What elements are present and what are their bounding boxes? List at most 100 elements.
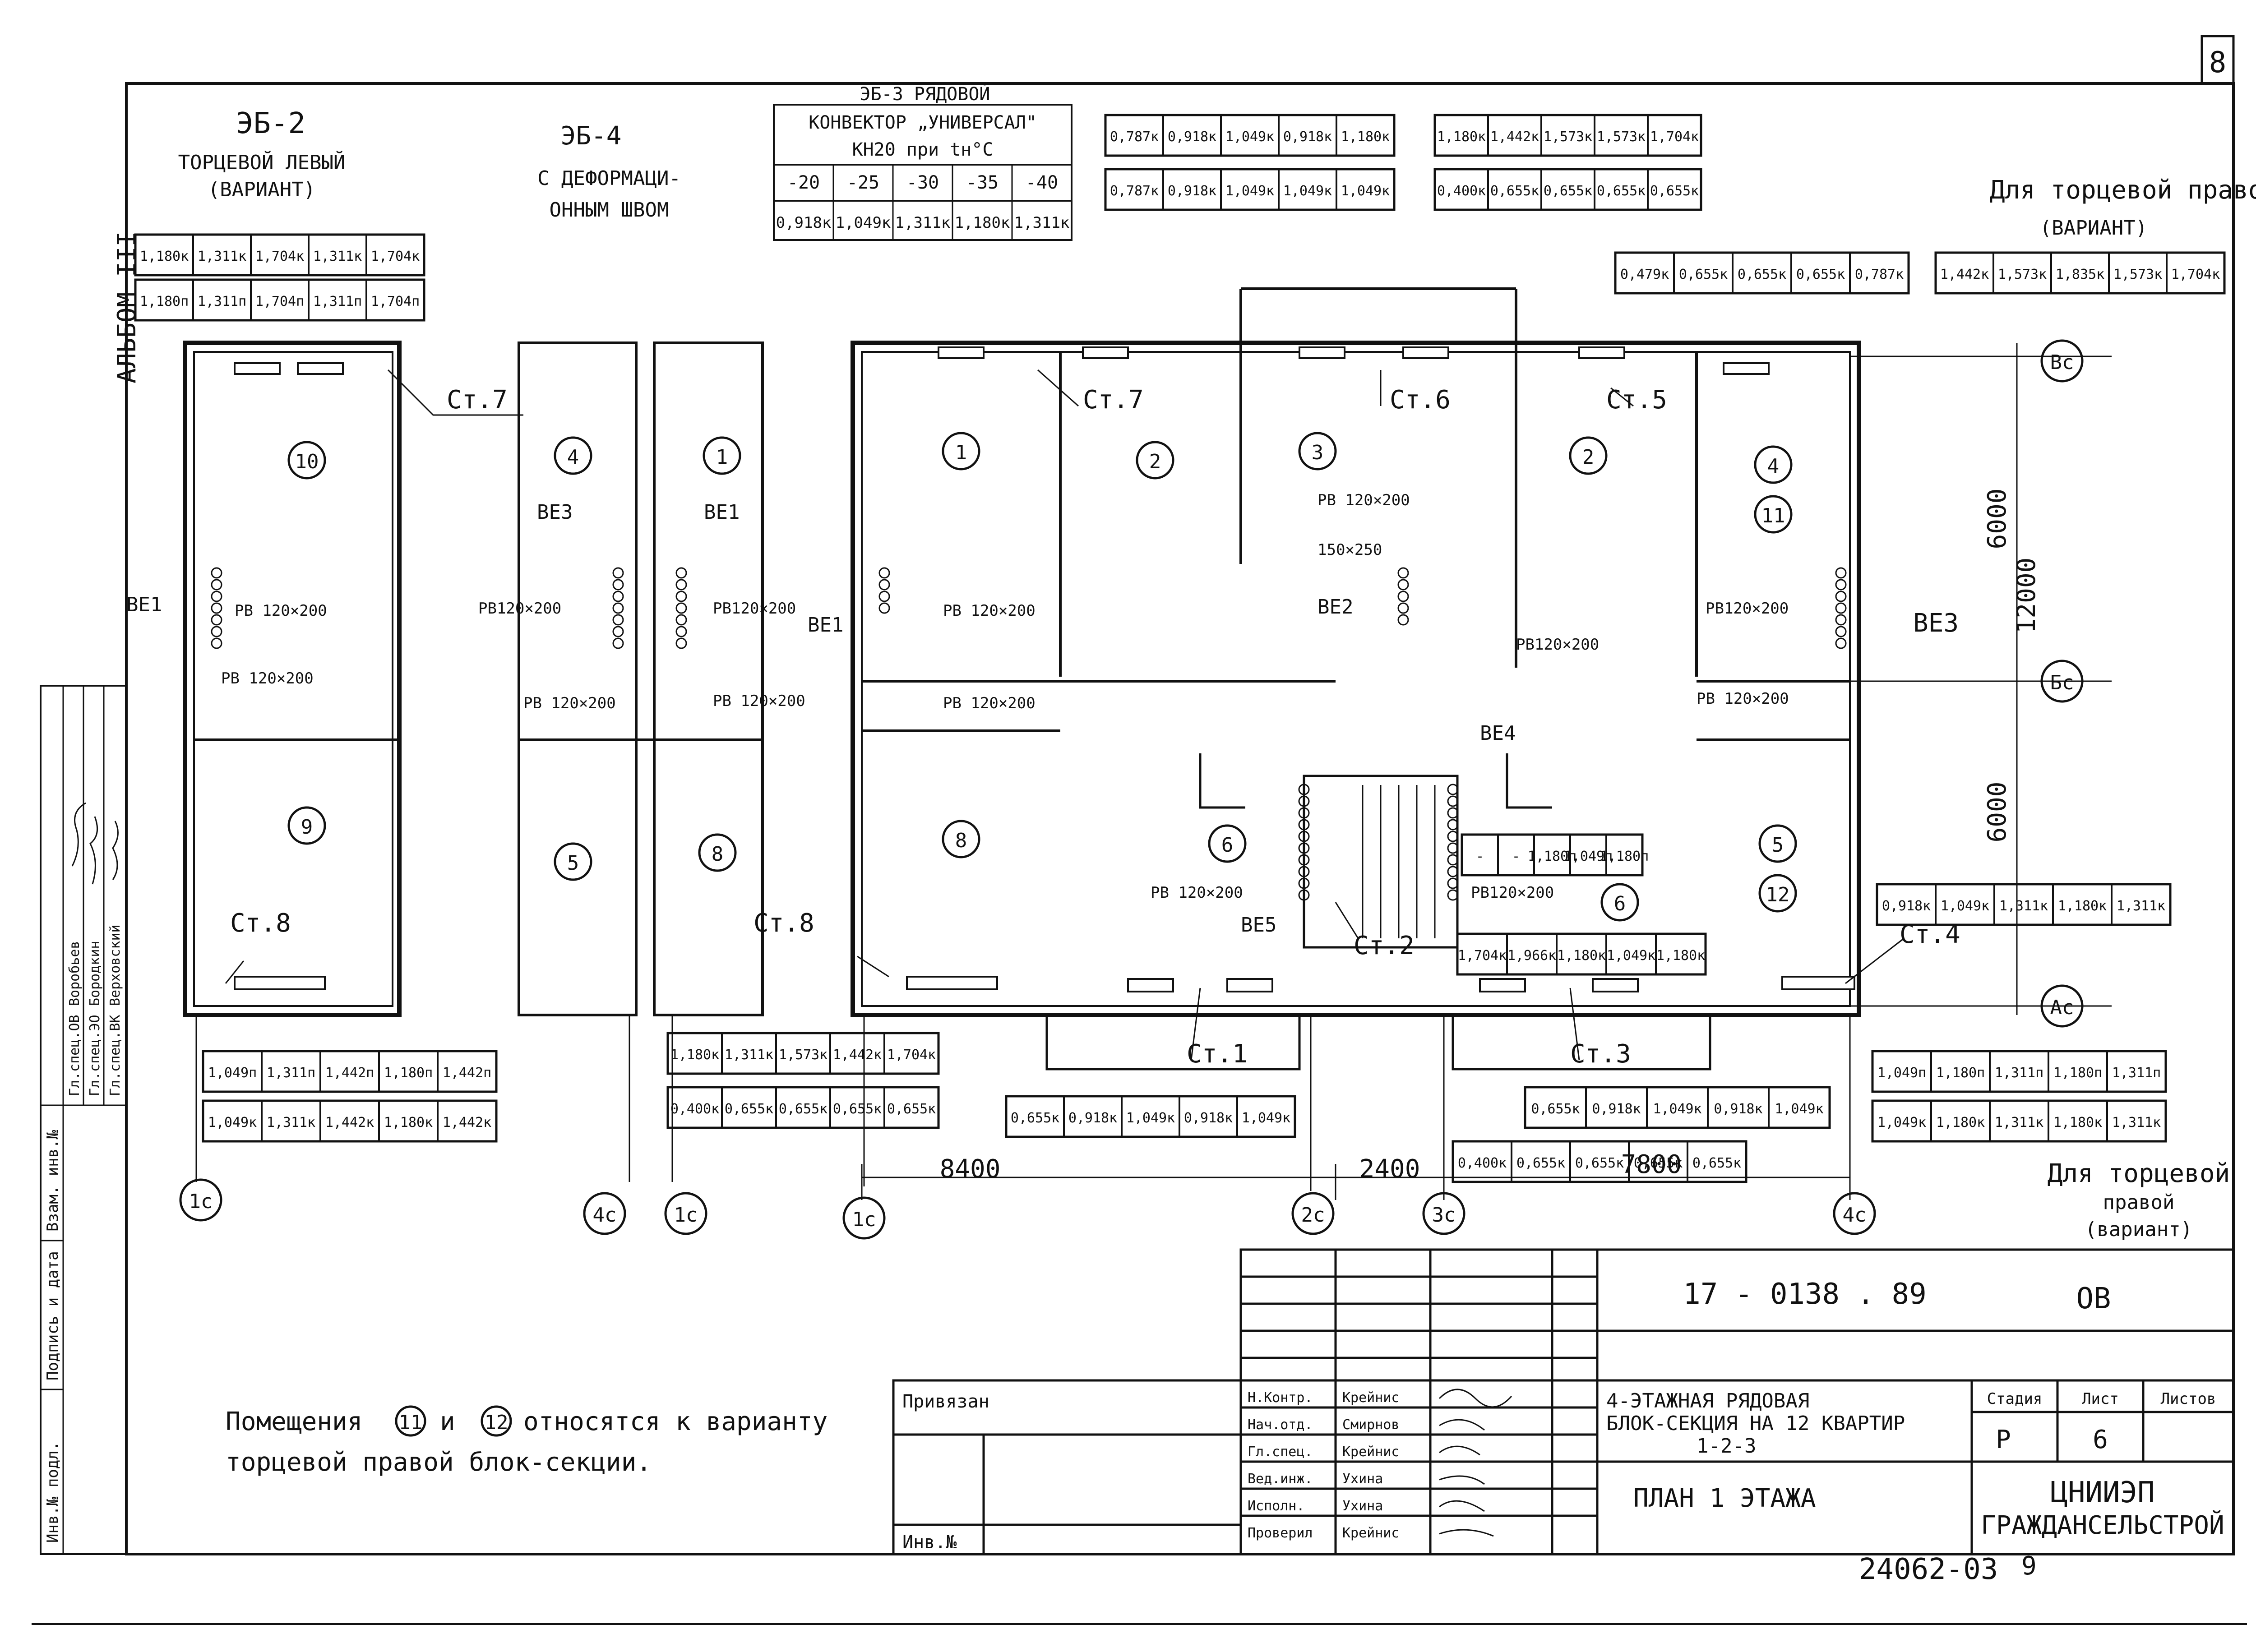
dim-12000: 12000 <box>2012 558 2041 634</box>
room-number-text: 6 <box>1614 892 1626 915</box>
axis-marker: 4с <box>1833 1192 1876 1235</box>
vent-duct <box>1397 591 1409 602</box>
exhaust-ve5: ВЕ5 <box>1241 914 1276 937</box>
grille-label: РВ120×200 <box>478 600 561 618</box>
axis-marker: Бс <box>2040 660 2084 703</box>
eb3-table <box>773 104 1073 241</box>
bottom-number: 24062-03 <box>1859 1553 1998 1586</box>
table-cell: 1,573к <box>1998 267 2047 282</box>
name-eo: Бородкин <box>87 941 103 1006</box>
vent-duct <box>612 614 624 626</box>
grille-label: РВ 120×200 <box>1697 690 1789 708</box>
table-cell: 1,311п <box>2112 1065 2161 1081</box>
vent-duct <box>612 626 624 637</box>
eb3-title: ЭБ-3 РЯДОВОЙ <box>860 83 990 105</box>
exhaust-ve4: ВЕ4 <box>1480 722 1516 745</box>
eb3-temp: -30 <box>906 172 939 193</box>
axis-label: 2с <box>1301 1204 1325 1227</box>
vent-duct <box>1397 567 1409 579</box>
table-cell: 1,180к <box>1936 1115 1985 1131</box>
vent-duct <box>675 614 687 626</box>
vent-duct <box>612 579 624 591</box>
table-cell: 1,180п <box>1600 849 1649 864</box>
room-number-text: 10 <box>295 450 319 473</box>
table-cell: 1,311п <box>267 1065 315 1081</box>
axis-label: Вс <box>2050 351 2074 374</box>
list-value: 6 <box>2093 1425 2108 1454</box>
room-number: 5 <box>1758 824 1797 863</box>
grille-label: РВ 120×200 <box>713 692 805 710</box>
table-cell: 1,180к <box>1437 129 1486 145</box>
table-cell: 0,918к <box>1882 898 1931 914</box>
tb-name: Ухина <box>1342 1498 1383 1514</box>
grille-label: РВ 120×200 <box>235 602 327 620</box>
grille-label: РВ 120×200 <box>943 602 1036 620</box>
table-cell: 0,400к <box>1458 1155 1507 1171</box>
room-number: 6 <box>1600 883 1639 922</box>
table-cell: 1,704к <box>887 1047 936 1063</box>
org-line1: ЦНИИЭП <box>2050 1476 2154 1509</box>
table-cell: 0,918к <box>1168 183 1216 199</box>
radiator <box>297 362 344 375</box>
table-cell: 1,311к <box>1995 1115 2043 1131</box>
table-cell: 1,704п <box>371 294 420 309</box>
vent-duct <box>675 626 687 637</box>
vent-duct <box>211 626 222 637</box>
vent-duct <box>612 591 624 602</box>
grille-label: РВ120×200 <box>713 600 796 618</box>
table-cell: - <box>1512 849 1520 864</box>
vent-duct <box>211 567 222 579</box>
vent-duct <box>211 591 222 602</box>
riser-st8: Ст.8 <box>754 909 814 938</box>
eb2-subtitle2: (ВАРИАНТ) <box>208 178 315 201</box>
dim-6000: 6000 <box>1983 782 2012 843</box>
vent-duct <box>1397 614 1409 626</box>
table-cell: 1,311к <box>313 249 362 264</box>
vent-duct <box>1298 819 1310 831</box>
room-number: 10 <box>287 441 326 480</box>
radiator <box>1578 346 1625 359</box>
room-number-text: 4 <box>567 446 579 469</box>
vent-duct <box>1298 866 1310 877</box>
tb-signatures <box>1438 1389 1512 1537</box>
table-cell: 1,442к <box>1940 267 1989 282</box>
table-cell: 0,655к <box>833 1101 882 1117</box>
role-eo: Гл.спец.ЭО <box>87 1015 103 1096</box>
riser-st7: Ст.7 <box>1083 385 1144 415</box>
table-cell: 0,918к <box>1068 1110 1117 1126</box>
variant-note: Помещения 11 и 12 относятся к варианту т… <box>226 1405 828 1477</box>
radiators <box>234 346 1855 992</box>
doc-code: 17 - 0138 . 89 <box>1683 1278 1926 1311</box>
table-cell: 1,180к <box>2053 1115 2102 1131</box>
vent-duct <box>1298 795 1310 807</box>
axis-label: 1с <box>189 1190 213 1213</box>
room-number-text: 3 <box>1312 441 1324 464</box>
radiator <box>1723 362 1770 375</box>
axis-marker: 3с <box>1422 1192 1465 1235</box>
vent-duct <box>1447 889 1459 901</box>
vent-duct <box>612 602 624 614</box>
vent-duct <box>1835 602 1847 614</box>
sheet-number-box <box>2201 35 2235 85</box>
stadia-header: Стадия <box>1987 1390 2043 1408</box>
grille-label: РВ120×200 <box>1706 600 1789 618</box>
vent-duct <box>1298 784 1310 795</box>
table-cell: 0,655к <box>1597 183 1646 199</box>
radiator <box>234 976 326 990</box>
table-cell: 1,573к <box>2113 267 2162 282</box>
table-cell: 1,049к <box>1126 1110 1175 1126</box>
grille-label: РВ 120×200 <box>1318 491 1410 509</box>
vent-duct <box>675 637 687 649</box>
table-cell: 1,180п <box>140 294 189 309</box>
room-number: 9 <box>287 806 326 845</box>
table-cell: 1,442к <box>443 1115 491 1131</box>
doc-mark: ОВ <box>2076 1282 2111 1315</box>
vent-duct <box>1397 579 1409 591</box>
radiator <box>1781 976 1855 990</box>
vent-duct <box>1835 567 1847 579</box>
